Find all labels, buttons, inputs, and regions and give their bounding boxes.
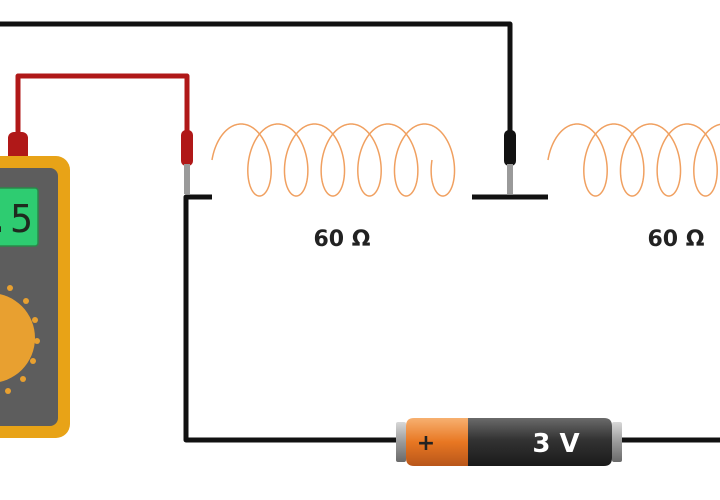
black-wires [0,21,720,443]
red-probe[interactable] [181,130,193,194]
battery-plus-symbol: + [417,431,435,456]
resistor-coil-2 [547,123,720,197]
battery-right-cap [612,422,622,462]
battery-voltage-label: 3 V [532,429,579,459]
top-black-wire [0,21,513,135]
left-black-wire [183,194,400,443]
red-probe-wire [15,73,190,140]
battery-left-cap [396,422,406,462]
resistor-coil-1 [211,123,456,197]
battery-body [468,418,612,466]
multimeter-reading: 1.5 [0,197,33,241]
black-probe[interactable] [504,130,516,194]
battery-plus-end [406,418,468,466]
multimeter-dial[interactable] [0,293,35,383]
multimeter-dial-ticks [5,285,40,394]
resistor-label-1: 60 Ω [314,227,371,252]
multimeter-lcd [0,187,39,247]
battery: + 3 V [396,418,622,466]
multimeter-red-jack [8,132,28,162]
resistor-label-2: 60 Ω [648,227,705,252]
multimeter: 1.5 [0,132,70,438]
